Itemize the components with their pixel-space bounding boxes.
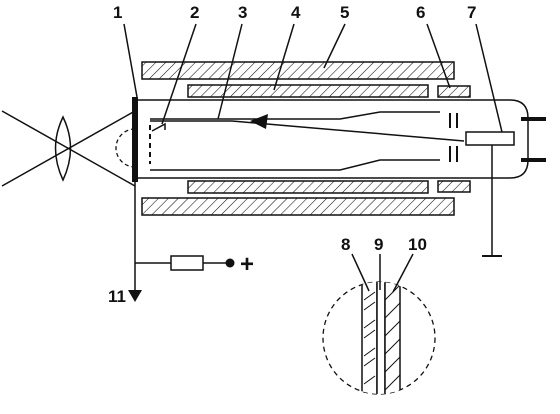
resistor	[170, 255, 204, 271]
callout-5: 5	[340, 3, 349, 22]
callout-10: 10	[408, 235, 427, 254]
callout-1: 1	[113, 3, 122, 22]
focusing-coil	[187, 84, 429, 194]
tube-pins	[521, 117, 546, 162]
ray-lower	[1, 110, 136, 187]
small-coil-top	[437, 85, 471, 98]
magnified-detail	[322, 281, 436, 395]
focus-spot	[115, 128, 136, 168]
outer-coil-bottom	[141, 197, 455, 216]
lens-icon	[54, 115, 72, 182]
beam-arrow-icon	[250, 114, 268, 129]
small-coil	[437, 85, 471, 193]
callout-3: 3	[238, 3, 247, 22]
output-circuit: +	[128, 182, 254, 302]
focusing-coil-top	[187, 84, 429, 98]
callout-9: 9	[374, 235, 383, 254]
leader-lines	[123, 23, 503, 293]
supply-plus-sign: +	[240, 251, 254, 278]
target-block	[465, 131, 515, 146]
faceplate	[132, 97, 138, 182]
output-arrow-icon	[128, 290, 142, 302]
tube-outline	[135, 99, 529, 179]
anode-bottom	[150, 159, 440, 171]
callout-6: 6	[416, 3, 425, 22]
callout-4: 4	[291, 3, 301, 22]
anode-top	[150, 111, 440, 120]
callouts: 1 2 3 4 5 6 7 8 9 10 11	[108, 3, 476, 306]
tube-envelope	[134, 99, 529, 179]
outer-coil-top	[141, 61, 455, 80]
anode-tube	[150, 111, 458, 171]
focusing-coil-bottom	[187, 180, 429, 194]
callout-2: 2	[190, 3, 199, 22]
terminal-dot	[225, 258, 235, 268]
callout-7: 7	[467, 3, 476, 22]
cathode-lead	[151, 122, 166, 132]
small-coil-bottom	[437, 180, 471, 193]
callout-8: 8	[341, 235, 350, 254]
lens-and-rays	[1, 110, 136, 187]
electron-beam	[150, 114, 465, 142]
target-electrode	[465, 131, 515, 257]
callout-11: 11	[108, 287, 126, 306]
outer-coil	[141, 61, 455, 216]
